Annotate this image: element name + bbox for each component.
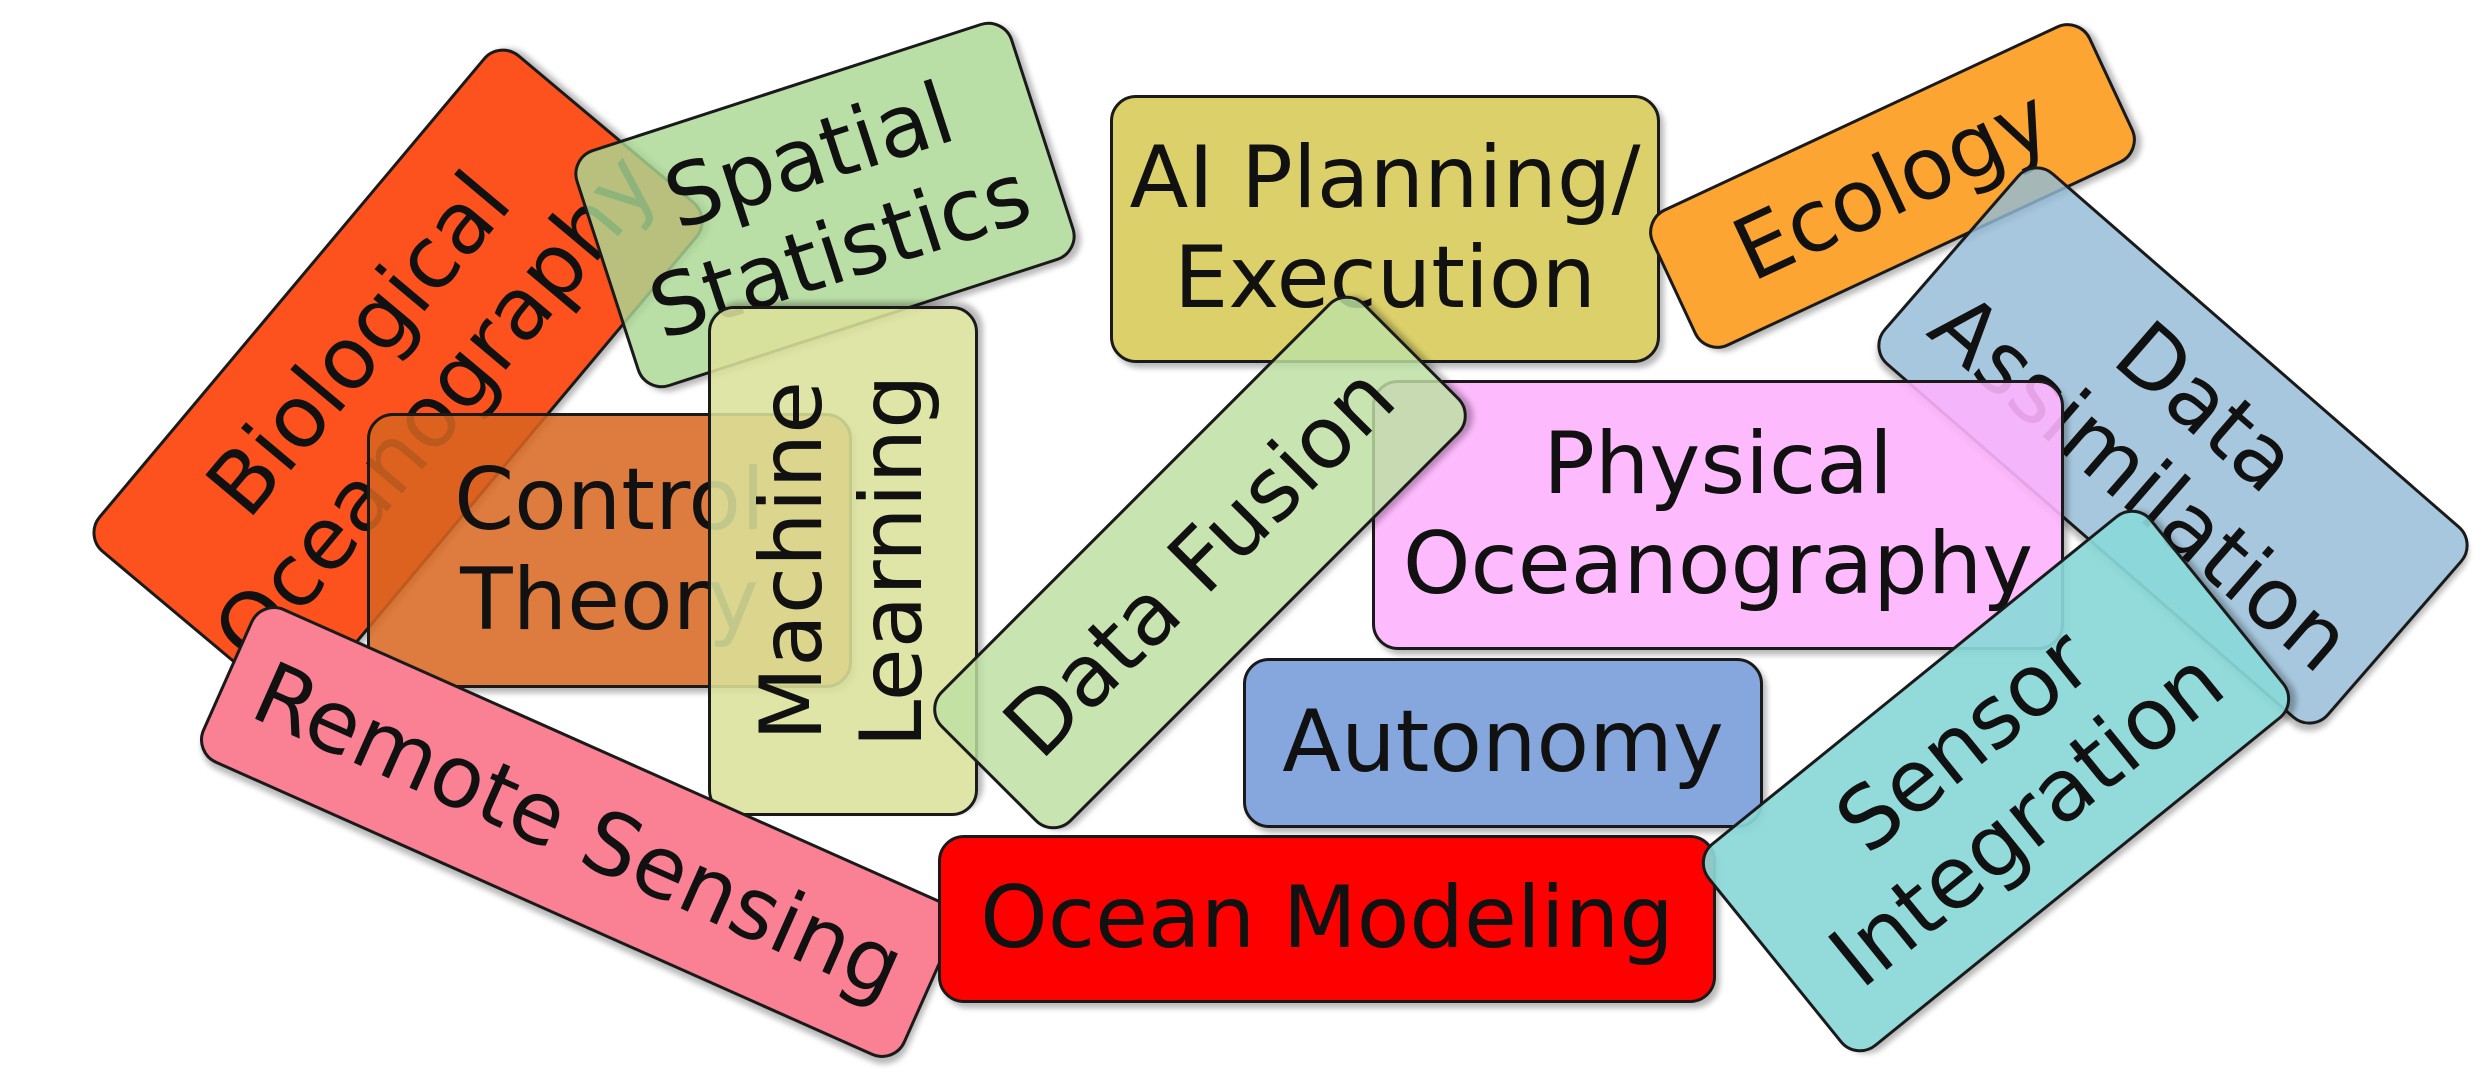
tag-physical-oceanography: Physical Oceanography (1372, 380, 2064, 650)
tag-ocean-modeling: Ocean Modeling (938, 835, 1716, 1003)
tag-autonomy: Autonomy (1243, 658, 1763, 828)
tag-label: Machine Learning (742, 374, 942, 748)
tag-label: Autonomy (1282, 692, 1724, 793)
tag-machine-learning: Machine Learning (708, 306, 978, 816)
tag-label: AI Planning/ Execution (1129, 128, 1641, 328)
tag-label: Ocean Modeling (980, 868, 1674, 969)
tag-label: Physical Oceanography (1402, 414, 2034, 614)
